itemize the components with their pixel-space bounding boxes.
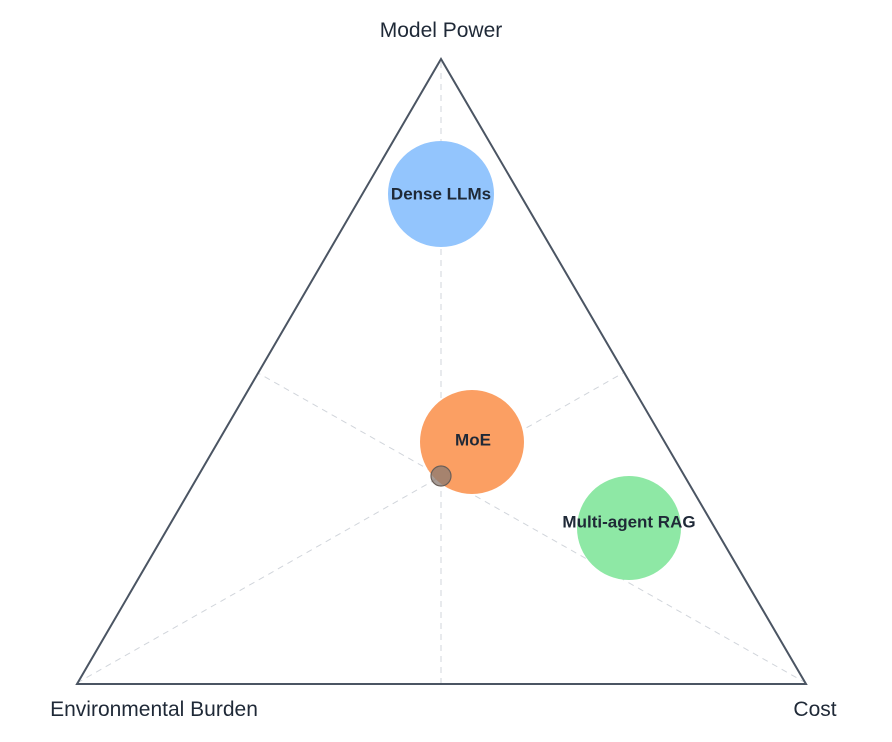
bubble-moe-label: MoE [455, 431, 491, 450]
guide-median-left [76, 372, 624, 684]
bubble-dense-llms[interactable]: Dense LLMs [388, 141, 494, 247]
bubble-dense-llms-label: Dense LLMs [391, 185, 491, 204]
ternary-triangle [75, 57, 808, 685]
vertex-label-left: Environmental Burden [50, 698, 258, 721]
bubble-multi-agent-rag-label: Multi-agent RAG [562, 513, 695, 532]
bubble-multi-agent-rag[interactable]: Multi-agent RAG [562, 476, 696, 580]
vertex-label-right: Cost [793, 698, 836, 721]
bubble-dense-llms-circle [388, 141, 494, 247]
bubble-multi-agent-rag-circle [577, 476, 681, 580]
bubbles: Dense LLMs MoE Multi-agent RAG [388, 141, 696, 580]
vertex-label-top: Model Power [380, 19, 503, 42]
center-marker [430, 465, 452, 487]
guide-median-right [257, 372, 807, 684]
